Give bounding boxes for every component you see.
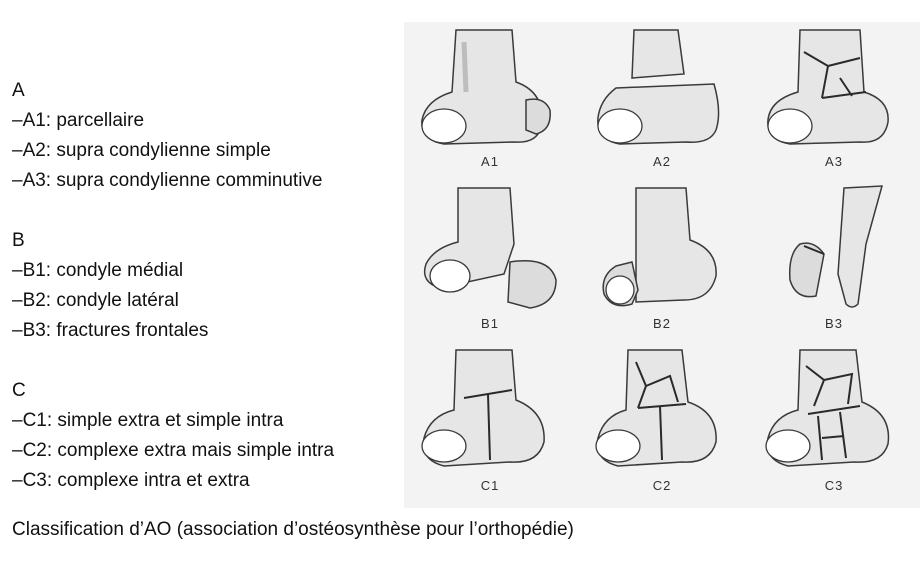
- figure-b3: B3: [748, 184, 920, 346]
- group-a-title: A: [12, 80, 25, 101]
- group-a: A –A1: parcellaire –A2: supra condylienn…: [12, 76, 334, 196]
- figure-c2: C2: [576, 346, 748, 508]
- humerus-a2-drawing: [597, 29, 720, 145]
- humerus-b1-drawing: [423, 187, 557, 309]
- label-c2: C2: [652, 478, 672, 493]
- label-a3: A3: [825, 154, 843, 169]
- fracture-illustration-grid: A1 A2 A3 B1 B2: [404, 22, 920, 508]
- figure-a3: A3: [748, 22, 920, 184]
- humerus-c3-drawing: [765, 349, 890, 467]
- figure-caption: Classification d’AO (association d’ostéo…: [12, 519, 574, 540]
- figure-a1: A1: [404, 22, 576, 184]
- humerus-a3-drawing: [767, 29, 889, 145]
- item-b2: –B2: condyle latéral: [12, 290, 179, 311]
- item-b1: –B1: condyle médial: [12, 260, 184, 281]
- group-c: C –C1: simple extra et simple intra –C2:…: [12, 376, 334, 496]
- humerus-c1-drawing: [421, 349, 545, 467]
- figure-c1: C1: [404, 346, 576, 508]
- item-c1: –C1: simple extra et simple intra: [12, 410, 284, 431]
- group-b: B –B1: condyle médial –B2: condyle latér…: [12, 226, 334, 346]
- figure-c3: C3: [748, 346, 920, 508]
- label-c1: C1: [480, 478, 500, 493]
- item-c2: –C2: complexe extra mais simple intra: [12, 440, 335, 461]
- humerus-b3-drawing: [788, 185, 883, 308]
- group-b-title: B: [12, 230, 25, 251]
- label-a2: A2: [653, 154, 671, 169]
- figure-b2: B2: [576, 184, 748, 346]
- item-a1: –A1: parcellaire: [12, 110, 145, 131]
- label-b3: B3: [825, 316, 843, 331]
- humerus-c2-drawing: [595, 349, 717, 467]
- item-a2: –A2: supra condylienne simple: [12, 140, 271, 161]
- label-b1: B1: [481, 316, 499, 331]
- figure-b1: B1: [404, 184, 576, 346]
- label-c3: C3: [824, 478, 844, 493]
- humerus-a1-drawing: [421, 29, 551, 145]
- label-a1: A1: [481, 154, 499, 169]
- item-a3: –A3: supra condylienne comminutive: [12, 170, 323, 191]
- humerus-b2-drawing: [602, 187, 717, 307]
- item-c3: –C3: complexe intra et extra: [12, 470, 250, 491]
- label-b2: B2: [653, 316, 671, 331]
- item-b3: –B3: fractures frontales: [12, 320, 209, 341]
- classification-legend: A –A1: parcellaire –A2: supra condylienn…: [12, 76, 334, 496]
- figure-a2: A2: [576, 22, 748, 184]
- group-c-title: C: [12, 380, 26, 401]
